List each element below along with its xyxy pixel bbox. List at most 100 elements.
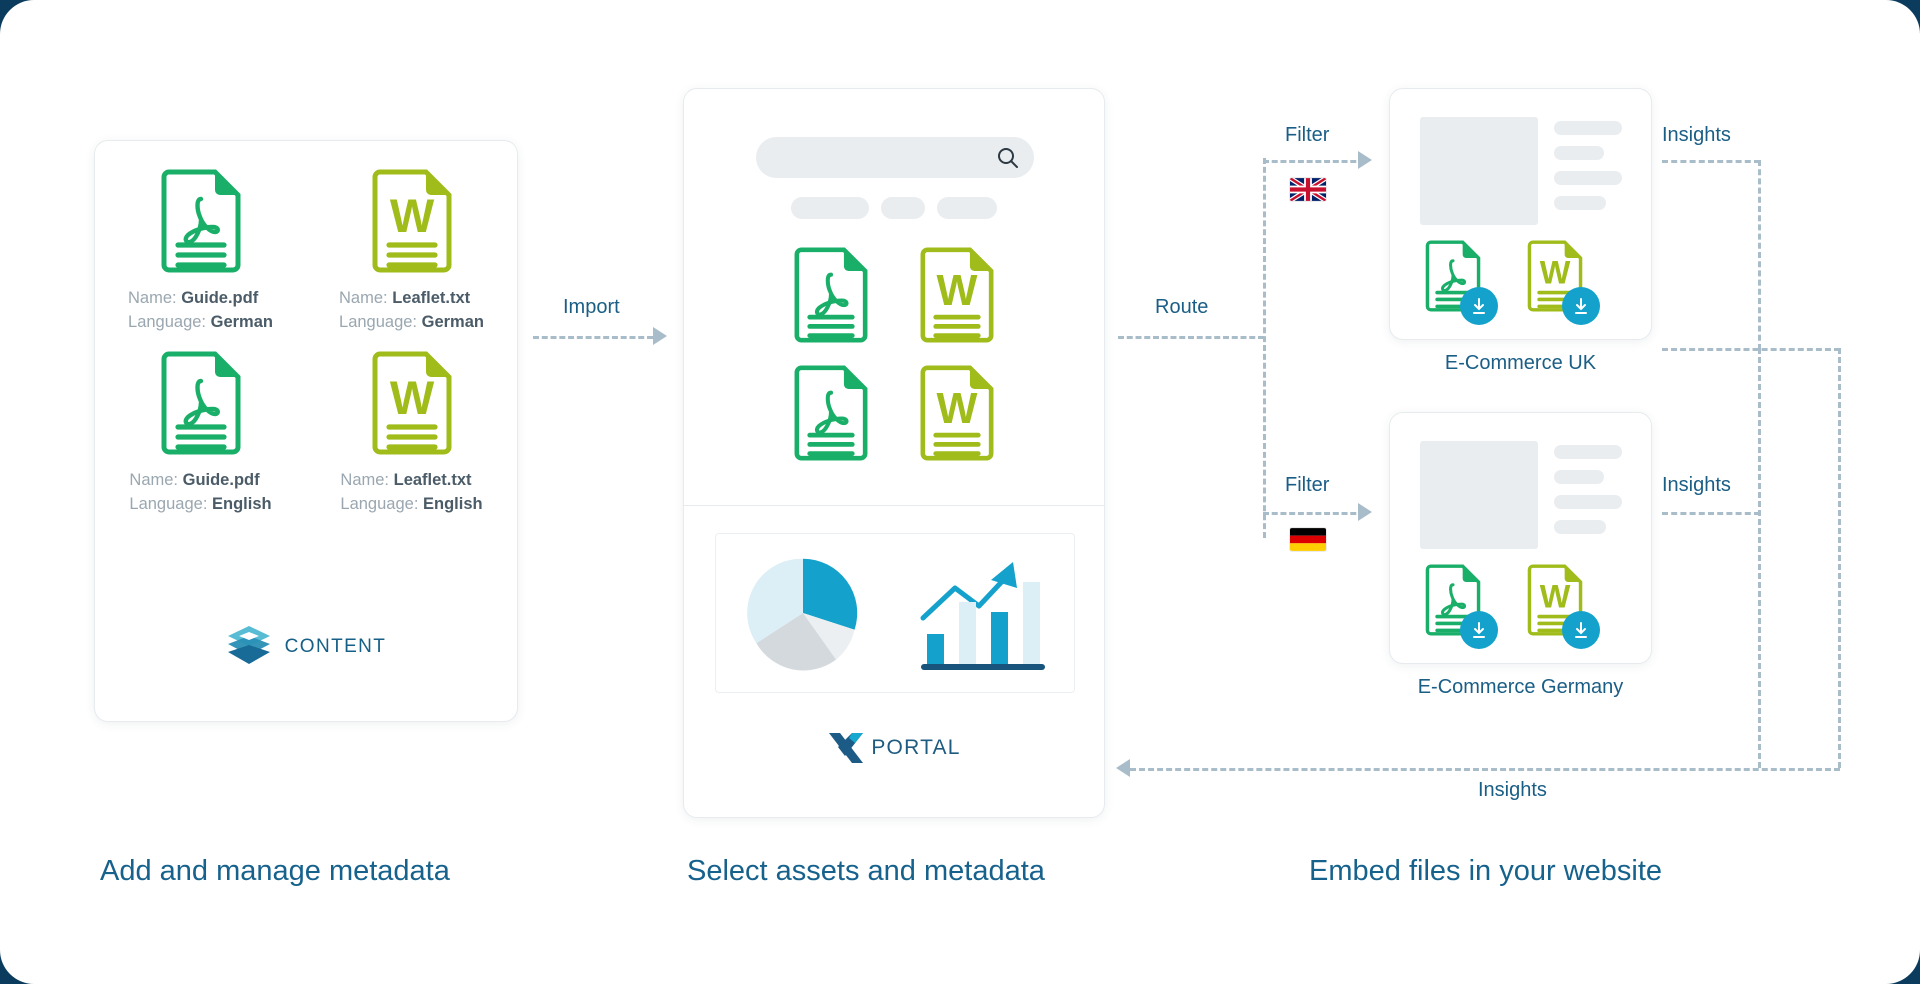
metadata-language-value: German: [210, 312, 273, 331]
bar-chart: [920, 562, 1045, 670]
filter-pill[interactable]: [937, 197, 997, 219]
word-file-icon[interactable]: W: [918, 365, 996, 461]
route-dashed-line: [1118, 336, 1264, 339]
word-file-icon: W: [372, 351, 451, 455]
search-icon[interactable]: [997, 147, 1019, 169]
flow-label-insights-de: Insights: [1662, 474, 1731, 496]
skeleton-line: [1554, 196, 1606, 210]
import-dashed-line: [533, 336, 653, 339]
insights-uk-vertical: [1758, 160, 1761, 350]
document-item[interactable]: Name: Guide.pdf Language: German: [95, 169, 306, 335]
step-caption-3: Embed files in your website: [1309, 855, 1662, 887]
text-skeleton-group: [1554, 117, 1622, 225]
route-branch-vertical: [1263, 158, 1266, 538]
svg-text:W: W: [1540, 579, 1571, 615]
flow-label-filter-uk: Filter: [1285, 124, 1330, 146]
flow-label-filter-de: Filter: [1285, 474, 1330, 496]
filter-pill[interactable]: [881, 197, 925, 219]
metadata-language-key: Language:: [129, 494, 208, 513]
analytics-preview: [715, 533, 1075, 693]
svg-text:W: W: [389, 189, 434, 242]
insights-uk-dashed-line: [1662, 160, 1760, 163]
downloadable-files: W: [1424, 240, 1600, 325]
metadata-name-value: Leaflet.txt: [392, 289, 471, 307]
metadata-name-key: Name:: [129, 470, 179, 489]
document-metadata: Name: Leaflet.txt Language: German: [339, 287, 484, 335]
metadata-language-key: Language:: [128, 312, 207, 331]
image-placeholder: [1420, 117, 1538, 225]
downloadable-files: W: [1424, 564, 1600, 649]
filter-pill-group: [684, 197, 1104, 219]
downloadable-pdf[interactable]: [1424, 240, 1498, 325]
shop-card-germany: W: [1389, 412, 1652, 664]
flag-united-kingdom-icon: [1290, 178, 1326, 201]
shop-caption-germany: E-Commerce Germany: [1417, 676, 1624, 698]
document-metadata: Name: Guide.pdf Language: German: [128, 287, 273, 335]
document-grid: Name: Guide.pdf Language: German W: [95, 169, 517, 533]
metadata-name-key: Name:: [340, 470, 390, 489]
download-icon[interactable]: [1460, 287, 1498, 325]
flow-label-import: Import: [563, 296, 620, 318]
insights-de-dashed-line: [1662, 512, 1760, 515]
content-logo: CONTENT: [95, 625, 517, 669]
import-arrowhead: [653, 327, 667, 345]
pdf-file-icon[interactable]: [792, 247, 870, 343]
metadata-name-key: Name:: [128, 289, 177, 307]
pdf-file-icon[interactable]: [792, 365, 870, 461]
svg-text:W: W: [937, 385, 978, 433]
portal-panel-card: W W: [683, 88, 1105, 818]
svg-text:W: W: [389, 371, 434, 424]
filter-de-dashed-line: [1263, 512, 1365, 515]
skeleton-line: [1554, 146, 1604, 160]
document-item[interactable]: W Name: Leaflet.txt Language: German: [306, 169, 517, 335]
content-panel-card: Name: Guide.pdf Language: German W: [94, 140, 518, 722]
pie-chart: [746, 558, 857, 671]
shop-content-preview: [1420, 117, 1622, 225]
skeleton-line: [1554, 495, 1622, 509]
metadata-language-key: Language:: [339, 312, 418, 331]
shop-content-preview: [1420, 441, 1622, 549]
metadata-name-value: Guide.pdf: [181, 289, 259, 307]
flow-label-insights-uk: Insights: [1662, 124, 1731, 146]
insights-return-vertical: [1838, 348, 1841, 768]
document-item[interactable]: W Name: Leaflet.txt Language: English: [306, 351, 517, 517]
metadata-language-value: English: [212, 494, 272, 513]
word-file-icon: W: [372, 169, 451, 273]
download-icon[interactable]: [1562, 287, 1600, 325]
metadata-language-value: German: [421, 312, 484, 331]
insights-return-dashed-line: [1130, 768, 1840, 771]
text-skeleton-group: [1554, 441, 1622, 549]
insights-return-arrowhead: [1116, 759, 1130, 777]
downloadable-pdf[interactable]: [1424, 564, 1498, 649]
image-placeholder: [1420, 441, 1538, 549]
search-input[interactable]: [756, 137, 1034, 178]
layers-icon: [227, 626, 270, 664]
filter-uk-arrowhead: [1358, 151, 1372, 169]
flow-label-route: Route: [1155, 296, 1209, 318]
document-metadata: Name: Guide.pdf Language: English: [129, 469, 271, 517]
flag-germany-icon: [1290, 528, 1326, 551]
word-file-icon[interactable]: W: [918, 247, 996, 343]
download-icon[interactable]: [1460, 611, 1498, 649]
downloadable-word[interactable]: W: [1526, 564, 1600, 649]
downloadable-word[interactable]: W: [1526, 240, 1600, 325]
asset-grid: W W: [684, 247, 1104, 461]
portal-logo-label: PORTAL: [871, 736, 961, 759]
svg-text:W: W: [1540, 255, 1571, 291]
download-icon[interactable]: [1562, 611, 1600, 649]
skeleton-line: [1554, 445, 1622, 459]
skeleton-line: [1554, 121, 1622, 135]
insights-return-top: [1662, 348, 1840, 351]
metadata-name-value: Guide.pdf: [182, 470, 260, 489]
panel-divider: [684, 505, 1104, 506]
document-item[interactable]: Name: Guide.pdf Language: English: [95, 351, 306, 517]
step-caption-2: Select assets and metadata: [687, 855, 1045, 887]
filter-pill[interactable]: [791, 197, 869, 219]
metadata-name-value: Leaflet.txt: [393, 470, 472, 489]
trend-arrow-icon: [920, 562, 1017, 621]
flow-label-insights-return: Insights: [1478, 779, 1547, 801]
x-logo-icon: [829, 733, 864, 763]
content-logo-label: CONTENT: [284, 636, 387, 657]
insights-de-vertical: [1758, 348, 1761, 768]
